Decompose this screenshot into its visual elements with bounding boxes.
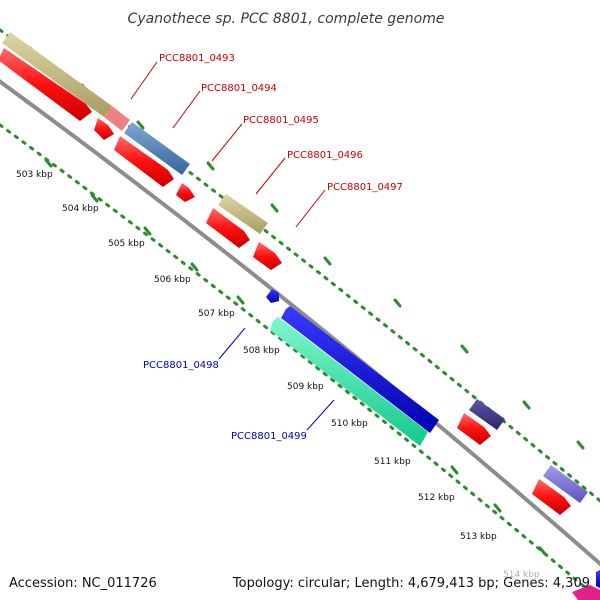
genome-backbone [0, 79, 600, 567]
kbp-label: 507 kbp [198, 309, 235, 319]
kbp-label: 509 kbp [287, 382, 324, 392]
inner-features [266, 289, 600, 600]
feature-pink [104, 106, 130, 131]
cds-arrow-red [206, 208, 250, 248]
map-title: Cyanothece sp. PCC 8801, complete genome [128, 11, 445, 27]
summary-text: Topology: circular; Length: 4,679,413 bp… [232, 576, 590, 591]
cds-arrow-magenta-edge [572, 585, 600, 600]
leader-lines-blue [218, 327, 335, 431]
kbp-label: 513 kbp [460, 532, 497, 542]
cds-arrow-green-0499 [270, 317, 428, 446]
cds-arrow-red [457, 413, 491, 445]
cds-arrow-red [0, 48, 92, 121]
kbp-label: 506 kbp [154, 275, 191, 285]
gene-label[interactable]: PCC8801_0498 [143, 360, 219, 371]
kbp-labels: 503 kbp 504 kbp 505 kbp 506 kbp 507 kbp … [16, 170, 540, 580]
kbp-label: 511 kbp [374, 457, 411, 467]
kbp-label: 510 kbp [331, 419, 368, 429]
kbp-label: 505 kbp [108, 239, 145, 249]
feature-khaki-0493 [2, 32, 112, 117]
gene-label[interactable]: PCC8801_0493 [159, 53, 235, 64]
kbp-label: 508 kbp [243, 346, 280, 356]
feature-lavender [543, 465, 588, 503]
red-cds-arrows [0, 48, 571, 515]
cds-arrow-red [176, 183, 195, 202]
cds-arrow-red [253, 242, 282, 270]
accession-text: Accession: NC_011726 [9, 576, 157, 591]
kbp-label: 512 kbp [418, 493, 455, 503]
gene-label[interactable]: PCC8801_0497 [327, 182, 403, 193]
cds-arrow-blue-small [266, 289, 279, 303]
gene-labels: PCC8801_0493 PCC8801_0494 PCC8801_0495 P… [143, 53, 403, 442]
outer-features [2, 32, 588, 503]
kbp-label: 514 kbp [503, 570, 540, 580]
cds-arrow-red [532, 479, 571, 515]
kbp-label: 503 kbp [16, 170, 53, 180]
gene-label[interactable]: PCC8801_0494 [201, 83, 277, 94]
feature-khaki-0496 [218, 194, 268, 234]
cds-arrow-blue-edge [596, 570, 600, 588]
cds-arrow-red [94, 118, 114, 140]
gene-label[interactable]: PCC8801_0496 [287, 150, 363, 161]
leader-lines-red [130, 61, 326, 228]
gene-label[interactable]: PCC8801_0495 [243, 115, 319, 126]
kbp-label: 504 kbp [62, 204, 99, 214]
feature-indigo [469, 399, 505, 430]
feature-steel-0494 [124, 122, 190, 175]
cds-arrow-blue-0498 [281, 306, 439, 433]
inner-tick-track [0, 123, 600, 600]
cds-arrow-red [114, 136, 174, 187]
gene-label[interactable]: PCC8801_0499 [231, 431, 307, 442]
